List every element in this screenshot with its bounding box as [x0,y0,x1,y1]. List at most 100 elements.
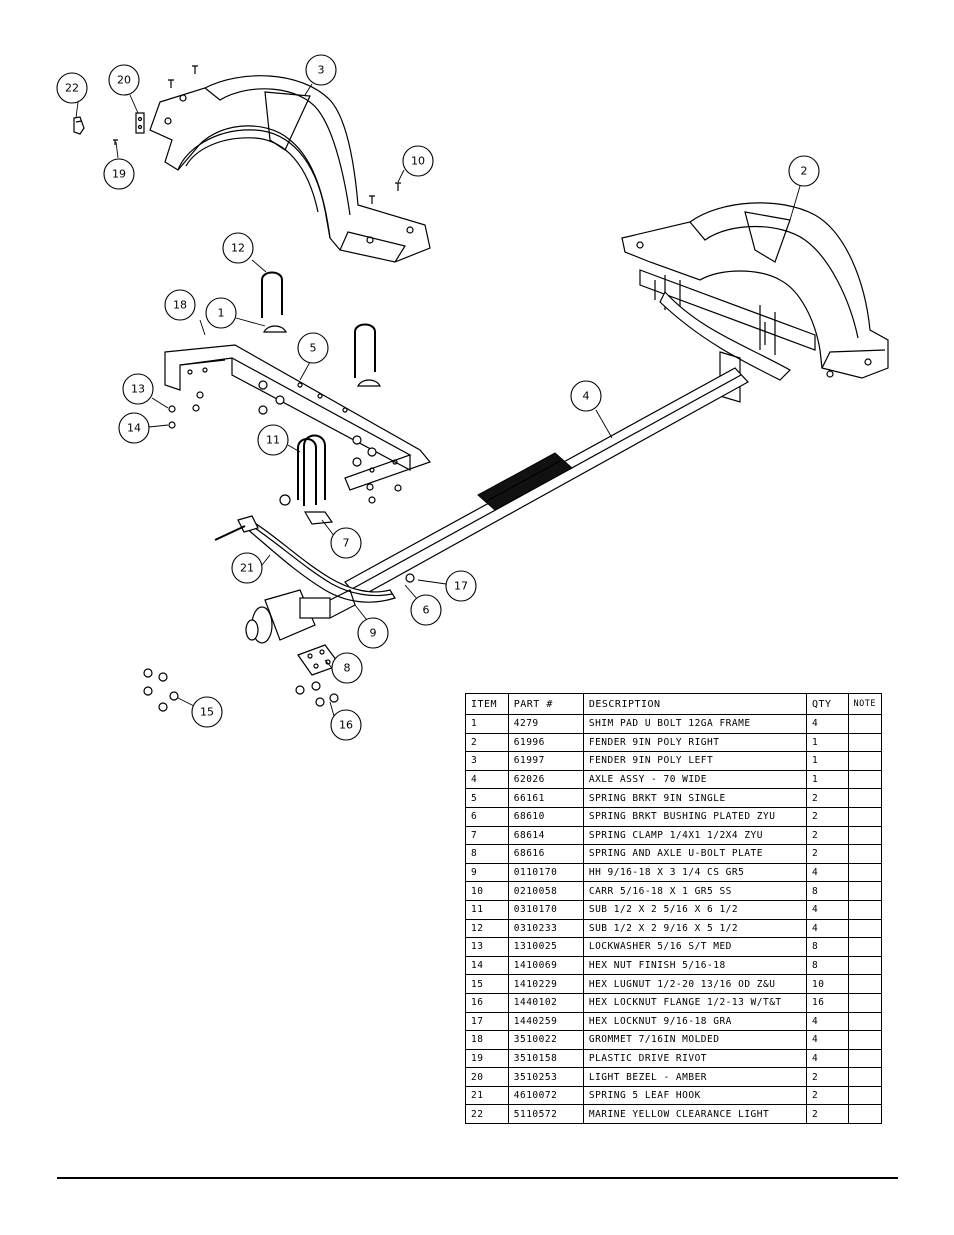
cell-note [847,825,882,846]
cell-item: 3 [465,751,509,771]
clearance-light-item-22 [73,116,85,135]
header-item: ITEM [465,693,509,715]
callout-17: 17 [445,570,477,602]
cell-note [847,862,882,883]
svg-text:19: 19 [112,168,126,181]
cell-part: 4610072 [507,1085,584,1106]
svg-text:2: 2 [801,165,808,178]
cell-description: GROMMET 7/16IN MOLDED [582,1030,807,1050]
carriage-bolts-item-10-left [168,65,401,204]
svg-text:5: 5 [310,342,317,355]
cell-qty: 16 [805,992,849,1013]
cell-note [847,937,882,957]
cell-part: 0210058 [507,881,584,901]
cell-item: 15 [465,974,509,994]
svg-text:22: 22 [65,82,79,95]
cell-description: SUB 1/2 X 2 5/16 X 6 1/2 [582,899,807,920]
cell-description: SPRING AND AXLE U-BOLT PLATE [582,844,807,864]
cell-note [847,955,882,976]
svg-text:9: 9 [370,627,377,640]
cell-part: 62026 [507,769,584,790]
svg-text:11: 11 [266,434,280,447]
svg-text:6: 6 [423,604,430,617]
cell-item: 17 [465,1011,509,1032]
right-spring-bracket-assembly [639,269,816,403]
callout-11: 11 [257,424,289,456]
cell-note [847,974,882,994]
cell-note [847,1030,882,1050]
cell-part: 0110170 [507,862,584,883]
drive-rivet-item-19 [113,139,118,145]
cell-qty: 2 [805,1067,849,1087]
cell-part: 68610 [507,806,584,827]
cell-description: SPRING CLAMP 1/4X1 1/2X4 ZYU [582,825,807,846]
svg-text:14: 14 [127,422,141,435]
footer-rule [57,1177,898,1179]
callout-9: 9 [357,617,389,649]
cell-part: 1410229 [507,974,584,994]
hardware-nuts [168,380,415,583]
cell-qty: 8 [805,937,849,957]
cell-description: SPRING BRKT BUSHING PLATED ZYU [582,806,807,827]
callout-5: 5 [297,332,329,364]
hub-assembly [245,589,356,644]
cell-description: LOCKWASHER 5/16 S/T MED [582,937,807,957]
cell-note [847,1085,882,1106]
cell-note [847,1048,882,1069]
cell-qty: 4 [805,899,849,920]
svg-text:3: 3 [318,64,325,77]
cell-description: LIGHT BEZEL - AMBER [582,1067,807,1087]
callout-6: 6 [410,594,442,626]
cell-description: SUB 1/2 X 2 9/16 X 5 1/2 [582,918,807,939]
cell-item: 11 [465,899,509,920]
cell-qty: 8 [805,955,849,976]
cell-part: 3510253 [507,1067,584,1087]
svg-text:17: 17 [454,580,468,593]
cell-part: 1440102 [507,992,584,1013]
cell-description: AXLE ASSY - 70 WIDE [582,769,807,790]
cell-part: 61997 [507,751,584,771]
callout-4: 4 [570,380,602,412]
cell-qty: 1 [805,751,849,771]
cell-part: 3510022 [507,1030,584,1050]
header-description: DESCRIPTION [582,693,807,715]
cell-description: SPRING BRKT 9IN SINGLE [582,788,807,808]
cell-qty: 1 [805,769,849,790]
cell-item: 5 [465,788,509,808]
cell-item: 16 [465,992,509,1013]
cell-item: 18 [465,1030,509,1050]
callout-19: 19 [103,158,135,190]
callout-22: 22 [56,72,88,104]
cell-note [847,769,882,790]
cell-description: PLASTIC DRIVE RIVOT [582,1048,807,1069]
cell-description: HEX NUT FINISH 5/16-18 [582,955,807,976]
cell-qty: 2 [805,806,849,827]
header-qty: QTY [805,693,849,715]
cell-note [847,788,882,808]
cell-qty: 1 [805,732,849,753]
cell-description: CARR 5/16-18 X 1 GR5 SS [582,881,807,901]
cell-qty: 4 [805,1048,849,1069]
svg-text:10: 10 [411,155,425,168]
callout-15: 15 [191,696,223,728]
light-bezel-item-20 [135,112,145,134]
cell-item: 4 [465,769,509,790]
cell-description: FENDER 9IN POLY RIGHT [582,732,807,753]
callout-3: 3 [305,54,337,86]
cell-part: 1410069 [507,955,584,976]
cell-qty: 4 [805,918,849,939]
cell-item: 1 [465,714,509,734]
right-fender [621,202,889,379]
